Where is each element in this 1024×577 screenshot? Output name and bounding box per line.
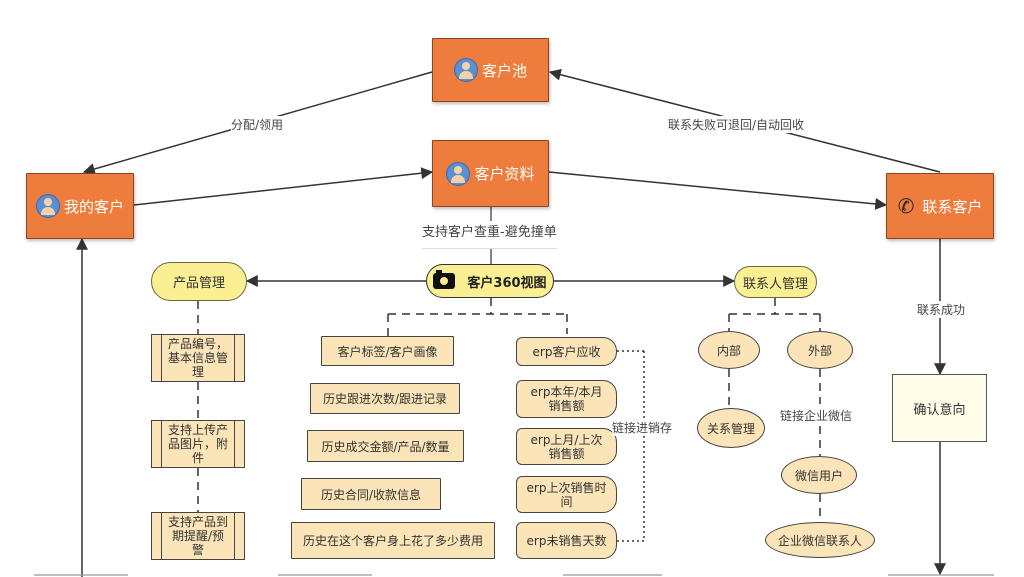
node-spend-history[interactable]: 历史在这个客户身上花了多少费用 <box>291 522 495 559</box>
node-my-customers[interactable]: 我的客户 <box>26 173 134 239</box>
node-contact-customer-label: 联系客户 <box>922 197 983 216</box>
label-assign: 分配/领用 <box>231 116 284 133</box>
node-customer-tags[interactable]: 客户标签/客户画像 <box>321 336 454 366</box>
node-relation-mgmt-label: 关系管理 <box>706 421 755 436</box>
node-follow-history[interactable]: 历史跟进次数/跟进记录 <box>310 383 460 414</box>
edge-my-to-info <box>133 167 434 206</box>
node-erp-no-sale-days[interactable]: erp未销售天数 <box>516 522 617 559</box>
node-erp-sales-month[interactable]: erp上月/上次销售额 <box>516 428 617 465</box>
label-fail-return: 联系失败可退回/自动回收 <box>668 116 805 133</box>
node-wechat-user-label: 微信用户 <box>794 468 843 483</box>
node-wecom-contact-label: 企业微信联系人 <box>777 533 862 548</box>
node-product-upload-label: 支持上传产品图片，附件 <box>168 423 229 465</box>
node-my-customers-label: 我的客户 <box>63 197 124 216</box>
node-erp-last-sale-label: erp上次销售时间 <box>526 480 607 509</box>
node-contract-history-label: 历史合同/收款信息 <box>320 487 422 502</box>
node-external-label: 外部 <box>807 343 832 358</box>
label-contact-success: 联系成功 <box>917 301 966 318</box>
node-product-upload[interactable]: 支持上传产品图片，附件 <box>151 420 245 468</box>
node-contact-customer[interactable]: ✆ 联系客户 <box>886 173 994 239</box>
node-customer-pool[interactable]: 客户池 <box>432 38 549 102</box>
node-product-expiry-label: 支持产品到期提醒/预警 <box>168 515 229 557</box>
node-spend-history-label: 历史在这个客户身上花了多少费用 <box>302 534 483 548</box>
node-erp-last-sale[interactable]: erp上次销售时间 <box>516 476 617 513</box>
node-product-expiry[interactable]: 支持产品到期提醒/预警 <box>151 512 245 560</box>
node-confirm-intent[interactable]: 确认意向 <box>892 374 987 442</box>
node-customer-info[interactable]: 客户资料 <box>432 140 549 207</box>
node-erp-sales-year[interactable]: erp本年/本月销售额 <box>516 380 617 418</box>
node-erp-receivable-label: erp客户应收 <box>532 344 601 359</box>
node-external[interactable]: 外部 <box>787 331 853 369</box>
node-contact-mgmt[interactable]: 联系人管理 <box>734 266 817 298</box>
node-follow-history-label: 历史跟进次数/跟进记录 <box>322 392 448 406</box>
node-product-mgmt-label: 产品管理 <box>172 276 225 291</box>
node-internal[interactable]: 内部 <box>698 331 760 369</box>
node-product-mgmt[interactable]: 产品管理 <box>151 262 247 301</box>
node-wecom-contact[interactable]: 企业微信联系人 <box>765 522 875 558</box>
node-customer-360-label: 客户360视图 <box>467 275 547 291</box>
node-erp-sales-year-label: erp本年/本月销售额 <box>530 385 603 413</box>
node-confirm-intent-label: 确认意向 <box>913 402 966 418</box>
node-relation-mgmt[interactable]: 关系管理 <box>697 408 765 448</box>
node-customer-pool-label: 客户池 <box>481 61 527 80</box>
edge-info-to-contact <box>548 171 888 210</box>
node-contract-history[interactable]: 历史合同/收款信息 <box>301 478 441 510</box>
node-internal-label: 内部 <box>716 343 741 358</box>
node-deal-history[interactable]: 历史成交金额/产品/数量 <box>307 430 464 462</box>
node-customer-tags-label: 客户标签/客户画像 <box>337 344 438 359</box>
label-dedupe: 支持客户查重-避免撞单 <box>422 221 557 249</box>
node-deal-history-label: 历史成交金额/产品/数量 <box>321 439 450 454</box>
node-erp-receivable[interactable]: erp客户应收 <box>516 337 617 366</box>
node-customer-360[interactable]: 客户360视图 <box>426 264 554 298</box>
person-icon <box>453 58 478 82</box>
label-link-erp: 链接进销存 <box>612 419 673 436</box>
label-link-wecom: 链接企业微信 <box>780 407 853 424</box>
node-erp-no-sale-days-label: erp未销售天数 <box>526 533 607 548</box>
node-erp-sales-month-label: erp上月/上次销售额 <box>530 432 603 461</box>
node-customer-info-label: 客户资料 <box>474 165 535 183</box>
person-icon <box>35 194 60 218</box>
node-product-code[interactable]: 产品编号，基本信息管理 <box>151 334 245 382</box>
person-icon <box>446 161 471 186</box>
node-product-code-label: 产品编号，基本信息管理 <box>168 337 229 379</box>
phone-icon: ✆ <box>897 194 915 218</box>
camera-icon <box>433 270 456 289</box>
node-wechat-user[interactable]: 微信用户 <box>781 456 857 494</box>
node-contact-mgmt-label: 联系人管理 <box>742 276 808 292</box>
